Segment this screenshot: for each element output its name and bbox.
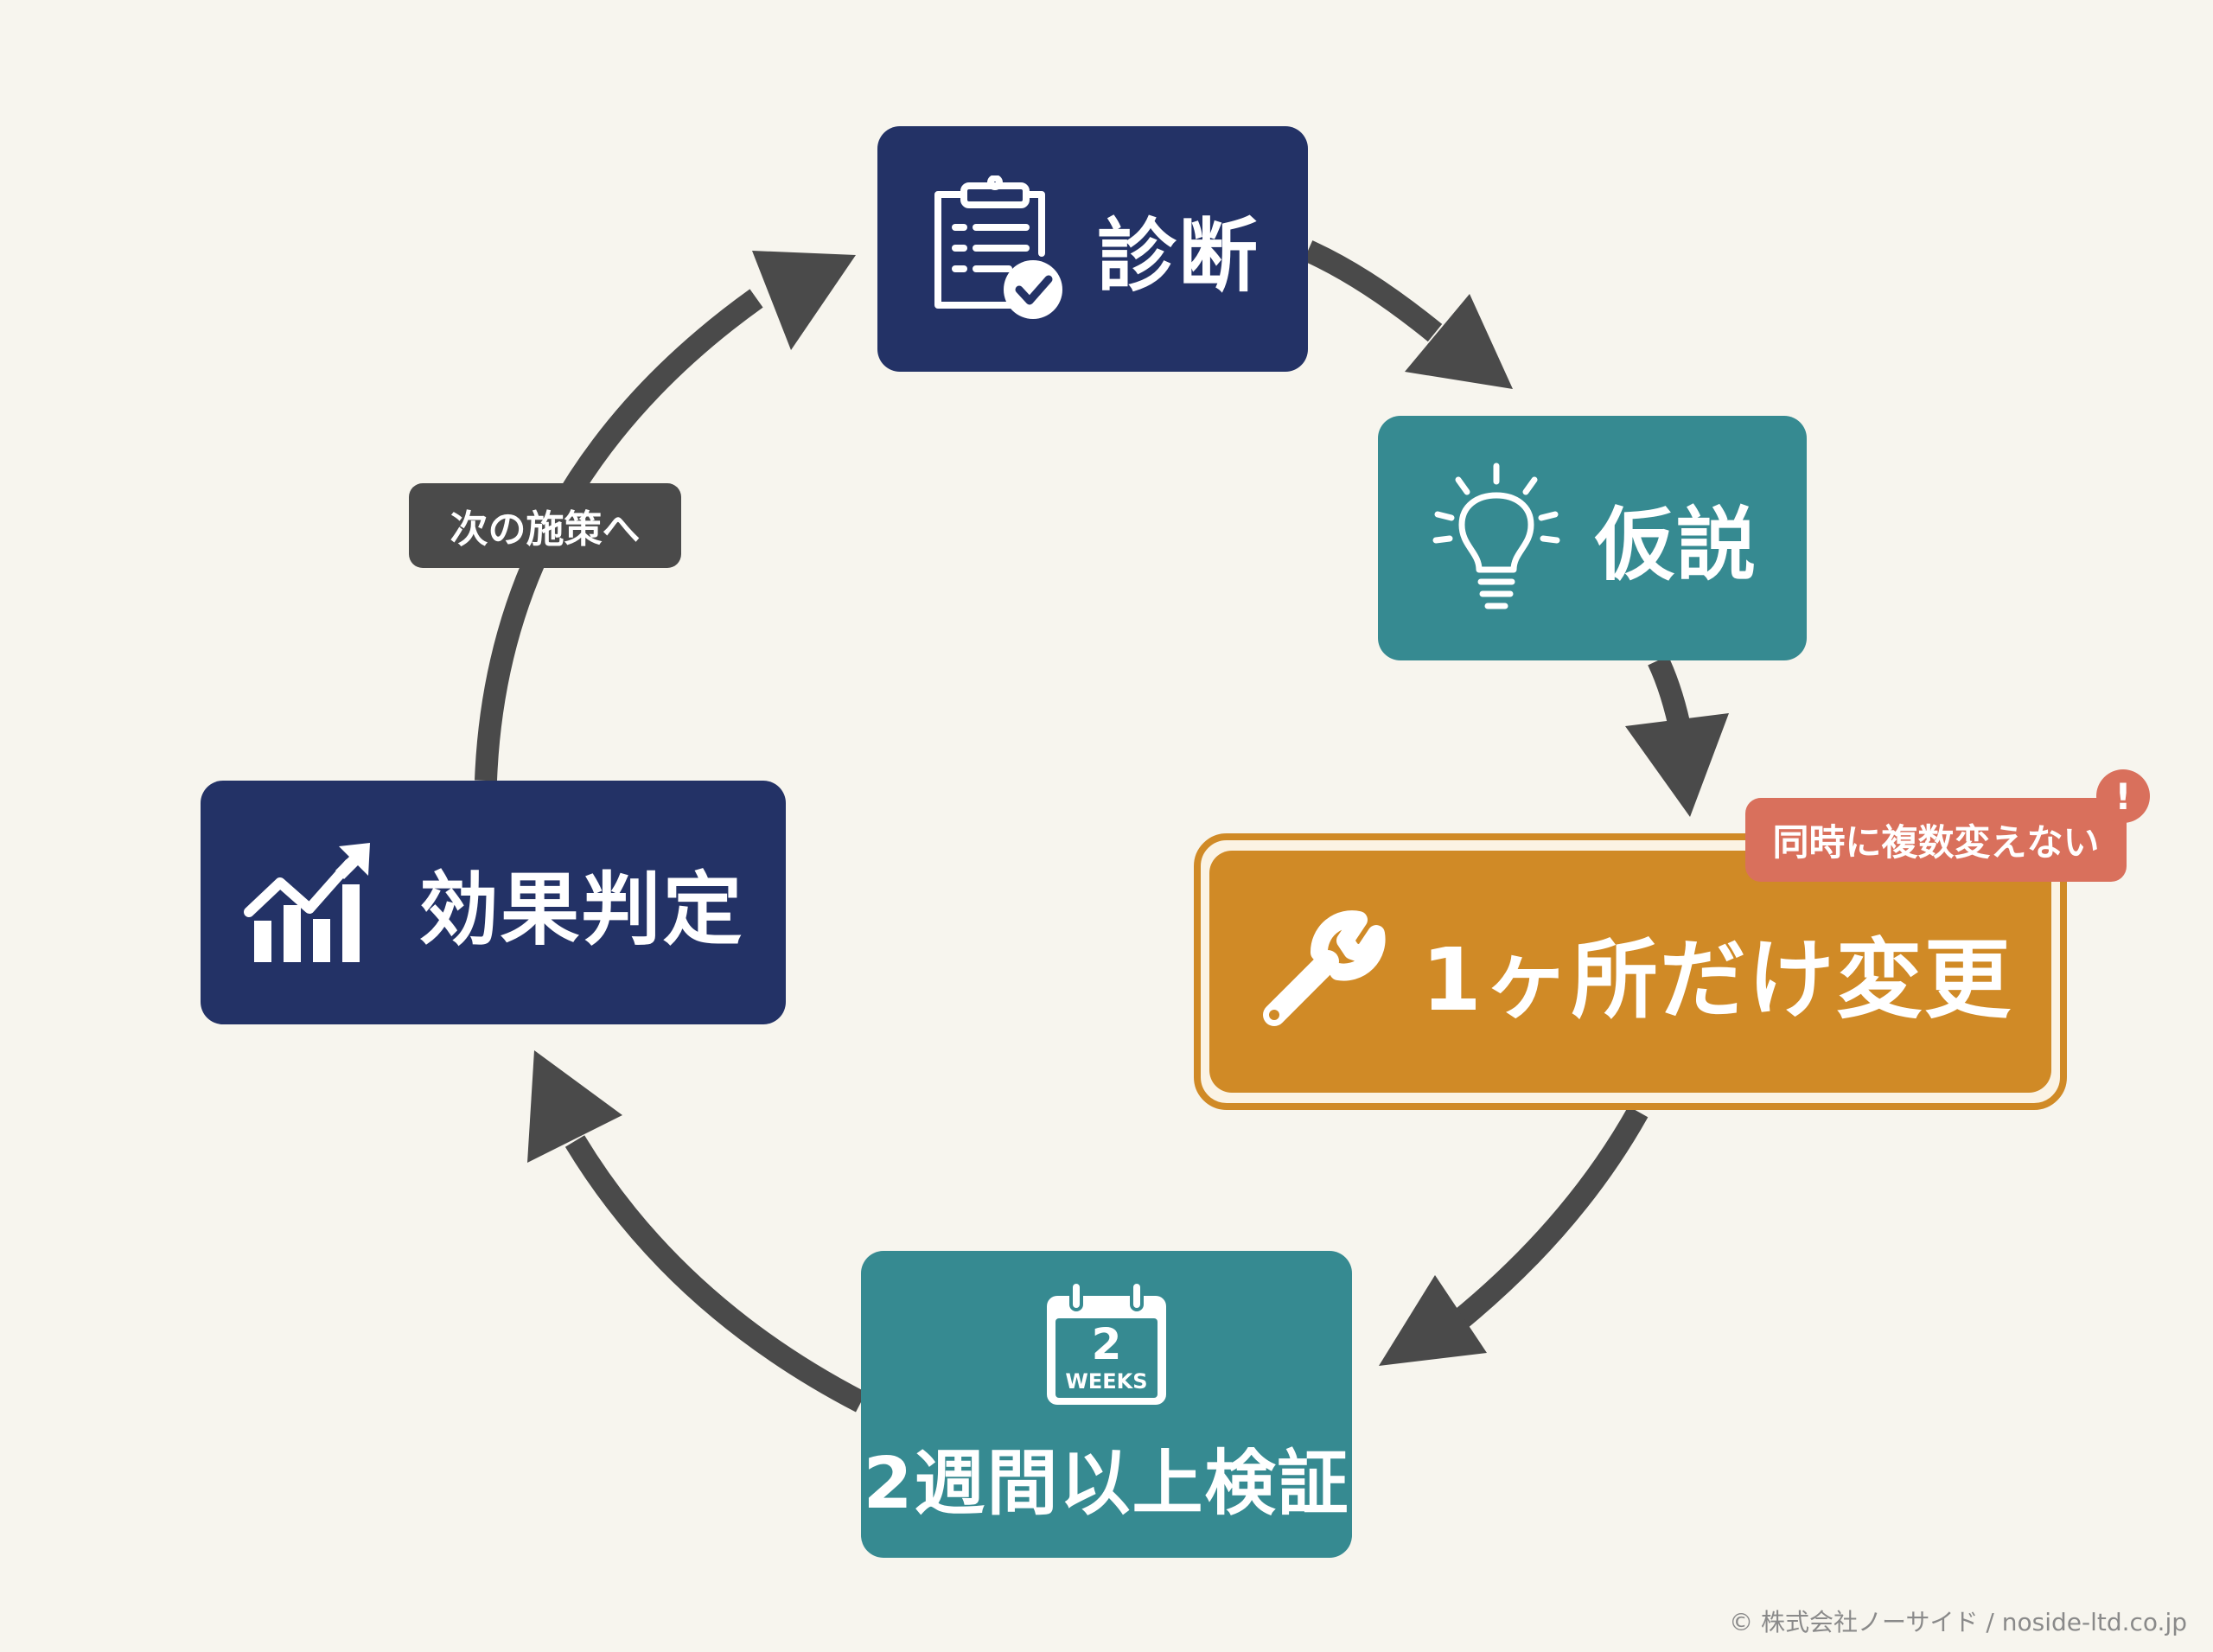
arrow-verify-to-evaluate — [564, 1135, 866, 1413]
step-diagnosis: 診断 — [877, 126, 1308, 372]
arrowhead-evaluate — [527, 1050, 622, 1163]
calendar-icon: 2 WEEKS — [1042, 1280, 1171, 1410]
copyright-text: © 株式会社ノーサイド / noside-ltd.co.jp — [1729, 1608, 2187, 1636]
step-evaluate-label: 効果判定 — [418, 863, 744, 956]
arrow-change-to-verify — [1449, 1106, 1649, 1332]
step-verify-label: 2週間以上検証 — [863, 1443, 1350, 1525]
warning-badge: 同時に複数変えない — [1745, 798, 2127, 882]
step-verify: 2 WEEKS 2週間以上検証 — [861, 1251, 1352, 1558]
step-change-label: 1ヶ所だけ変更 — [1421, 928, 2012, 1030]
growth-chart-icon — [244, 843, 371, 962]
arrowhead-diagnosis — [752, 251, 856, 350]
arrow-diagnosis-to-hypothesis — [1303, 240, 1443, 342]
next-action-badge: 次の施策へ — [409, 483, 681, 568]
wrench-icon — [1263, 910, 1386, 1026]
calendar-number: 2 — [1091, 1319, 1122, 1369]
lightbulb-icon — [1432, 462, 1560, 609]
step-hypothesis-label: 仮説 — [1594, 499, 1757, 591]
step-diagnosis-label: 診断 — [1096, 209, 1260, 303]
arrowhead-change — [1625, 713, 1729, 817]
clipboard-check-icon — [934, 175, 1062, 319]
step-change: 1ヶ所だけ変更 — [1209, 851, 2051, 1093]
alert-icon: ! — [2096, 769, 2150, 823]
arrowhead-hypothesis — [1405, 294, 1513, 389]
step-hypothesis: 仮説 — [1378, 416, 1807, 660]
calendar-text: WEEKS — [1065, 1369, 1148, 1394]
step-evaluate: 効果判定 — [201, 781, 786, 1024]
arrowhead-verify — [1379, 1275, 1487, 1366]
